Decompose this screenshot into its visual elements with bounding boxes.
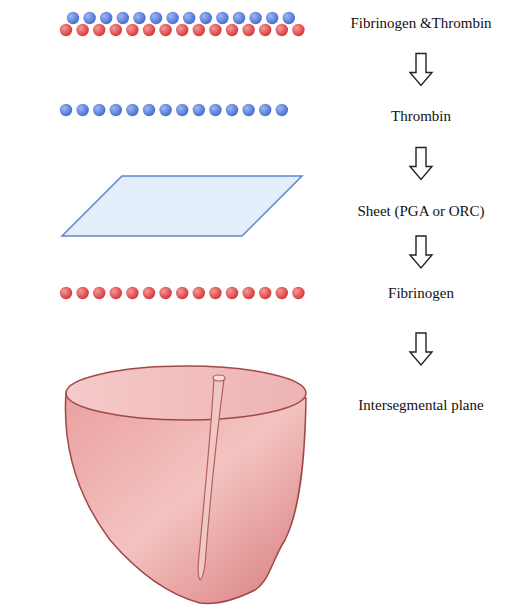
molecule-dot — [249, 12, 261, 24]
molecule-dot — [242, 24, 254, 36]
bronchus-opening — [213, 375, 225, 381]
molecule-dot — [159, 287, 171, 299]
molecule-dot — [193, 104, 205, 116]
molecule-dot — [159, 104, 171, 116]
molecule-dot — [283, 12, 295, 24]
step-label: Thrombin — [387, 105, 455, 127]
molecule-dot — [143, 287, 155, 299]
step-text: Fibrinogen — [388, 285, 454, 301]
molecule-dot — [209, 24, 221, 36]
molecule-dot — [83, 12, 95, 24]
molecule-dot — [209, 104, 221, 116]
step-text: Fibrinogen &Thrombin — [350, 15, 491, 31]
step-label: Intersegmental plane — [354, 394, 487, 416]
molecule-dot — [67, 12, 79, 24]
step-label: Sheet (PGA or ORC) — [353, 200, 488, 222]
molecule-dot — [292, 287, 304, 299]
molecule-dot — [276, 104, 288, 116]
molecule-dot — [93, 104, 105, 116]
molecule-dot — [259, 104, 271, 116]
molecule-dot — [110, 287, 122, 299]
molecule-dot — [226, 104, 238, 116]
molecule-dot — [276, 24, 288, 36]
molecule-dot — [292, 24, 304, 36]
molecule-dot — [110, 24, 122, 36]
molecule-dot — [216, 12, 228, 24]
molecule-dot — [76, 24, 88, 36]
step-text: Thrombin — [391, 108, 451, 124]
molecule-dot — [242, 287, 254, 299]
molecule-dot — [183, 12, 195, 24]
molecule-dot — [76, 287, 88, 299]
molecule-dot — [100, 12, 112, 24]
step-text: Intersegmental plane — [358, 397, 483, 413]
molecule-dot — [110, 104, 122, 116]
molecule-dot — [126, 104, 138, 116]
molecule-dot — [143, 24, 155, 36]
molecule-dot — [209, 287, 221, 299]
molecule-dot — [159, 24, 171, 36]
step-label: Fibrinogen — [384, 282, 458, 304]
sheet — [62, 176, 302, 236]
molecule-dot — [176, 287, 188, 299]
molecule-dot — [226, 24, 238, 36]
molecule-dot — [126, 287, 138, 299]
molecule-dot — [266, 12, 278, 24]
molecule-dot — [117, 12, 129, 24]
molecule-dot — [93, 24, 105, 36]
hollow-arrow — [410, 54, 432, 86]
molecule-dot — [143, 104, 155, 116]
molecule-dot — [193, 24, 205, 36]
molecule-dot — [133, 12, 145, 24]
molecule-dot — [76, 104, 88, 116]
molecule-dot — [60, 24, 72, 36]
molecule-dot — [60, 287, 72, 299]
molecule-dot — [150, 12, 162, 24]
molecule-dot — [242, 104, 254, 116]
molecule-dot — [93, 287, 105, 299]
molecule-dot — [259, 24, 271, 36]
molecule-dot — [200, 12, 212, 24]
molecule-dot — [126, 24, 138, 36]
hollow-arrow — [410, 333, 432, 365]
molecule-dot — [60, 104, 72, 116]
molecule-dot — [176, 104, 188, 116]
hollow-arrow — [410, 148, 432, 180]
hollow-arrow — [410, 236, 432, 268]
molecule-dot — [176, 24, 188, 36]
molecule-dot — [259, 287, 271, 299]
molecule-dot — [276, 287, 288, 299]
molecule-dot — [233, 12, 245, 24]
molecule-dot — [226, 287, 238, 299]
bronchus — [198, 377, 224, 580]
molecule-dot — [193, 287, 205, 299]
molecule-dot — [166, 12, 178, 24]
intersegmental-plane — [66, 366, 306, 420]
lung-segment — [65, 392, 306, 603]
step-label: Fibrinogen &Thrombin — [346, 12, 495, 34]
step-text: Sheet (PGA or ORC) — [357, 203, 484, 219]
